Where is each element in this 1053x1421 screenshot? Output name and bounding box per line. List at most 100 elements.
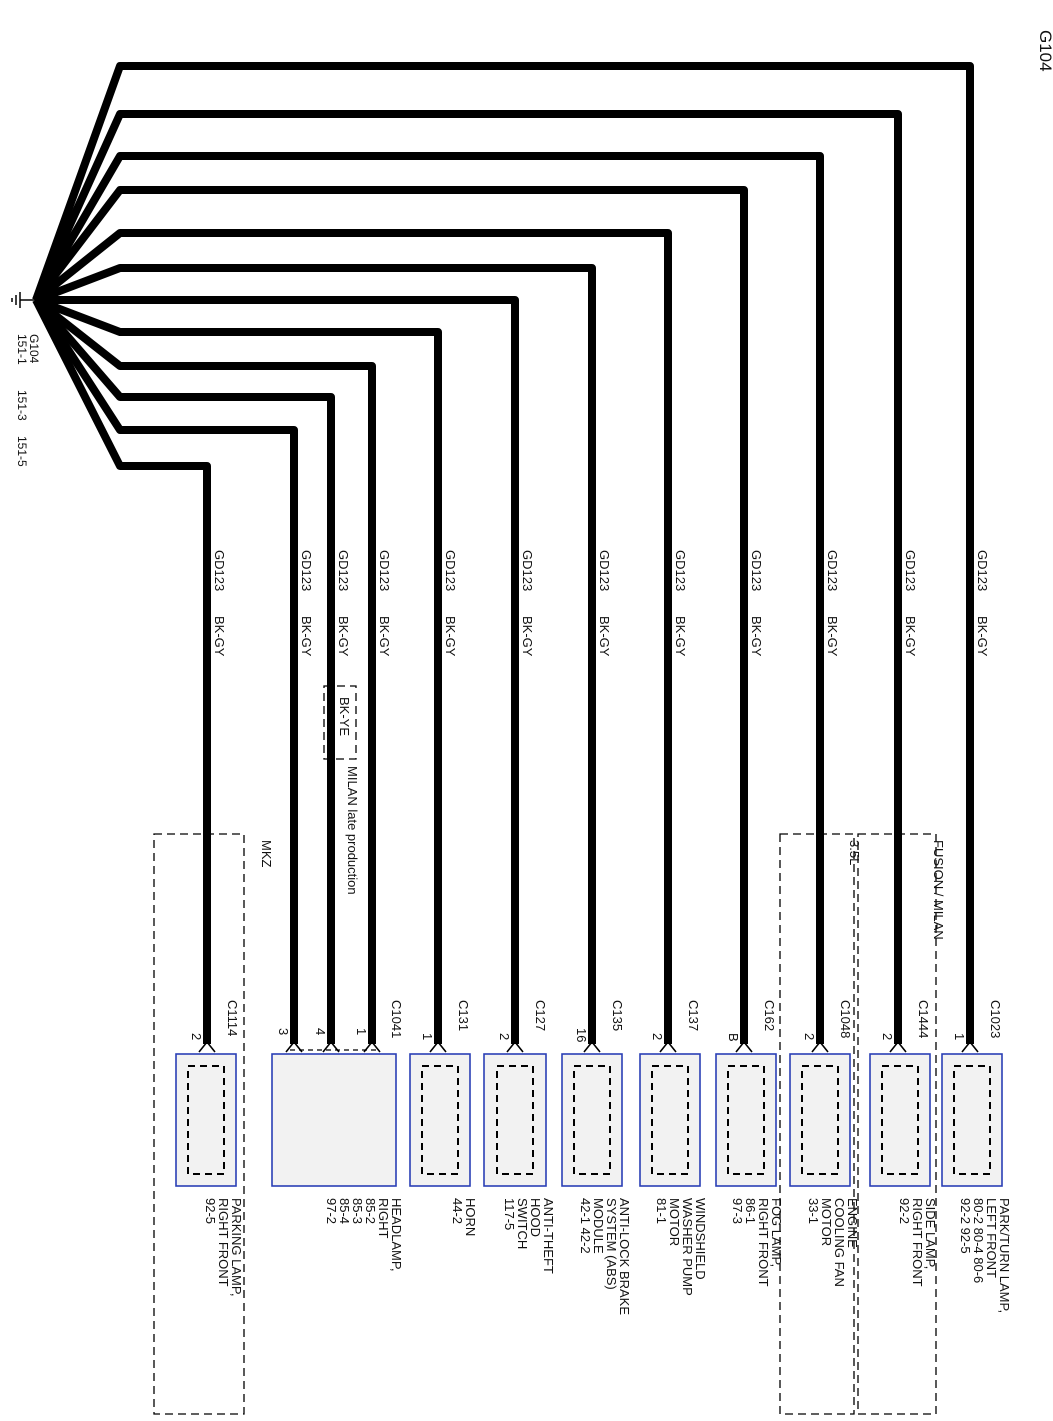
terminal-icon: [285, 1040, 303, 1053]
color-label: BK-GY: [520, 616, 535, 657]
color-label: BK-GY: [975, 616, 990, 657]
component-engine-cooling-fan-motor[interactable]: C1048 2 ENGINE COOLING FAN MOTOR 33-1: [789, 1000, 860, 1287]
pin-number: 4: [313, 1028, 328, 1035]
wire-bundle: [32, 62, 974, 1044]
component-name: RIGHT FRONT: [756, 1198, 771, 1287]
component-ref: 33-1: [806, 1198, 821, 1224]
component-name: FOG LAMP,: [769, 1198, 784, 1267]
component-name: HEADLAMP,: [389, 1198, 404, 1271]
component-side-lamp-right-front[interactable]: C1444 2 SIDE LAMP, RIGHT FRONT 92-2: [869, 1000, 938, 1287]
pin-number: 2: [497, 1033, 512, 1040]
component-ref: 44-2: [450, 1198, 465, 1224]
alt-color-option: BK-YE MILAN late production: [323, 685, 360, 895]
component-horn[interactable]: C131 1 HORN 44-2: [409, 1000, 478, 1236]
color-label: BK-GY: [299, 616, 314, 657]
connector-label: C162: [762, 1000, 777, 1031]
circuit-label: GD123: [975, 550, 990, 591]
wire-c137: [33, 229, 672, 1044]
circuit-label: GD123: [377, 550, 392, 591]
ground-ref: 151-1: [15, 334, 29, 365]
wire-c131: [34, 296, 442, 1044]
terminal-icon: [363, 1040, 381, 1053]
connector-label: C127: [533, 1000, 548, 1031]
component-fog-lamp-right-front[interactable]: C162 B FOG LAMP, RIGHT FRONT 86-1 97-3: [715, 1000, 784, 1287]
component-ref: 97-2: [324, 1198, 339, 1224]
component-name: SIDE LAMP,: [923, 1198, 938, 1269]
component-name: ANTI-LOCK BRAKE: [617, 1198, 632, 1315]
region-3-5l: 3.5L: [779, 833, 862, 1415]
pin-number: 1: [952, 1033, 967, 1040]
pin-number: 2: [189, 1033, 204, 1040]
terminal-icon: [811, 1040, 829, 1053]
component-ref: 92-5: [203, 1198, 218, 1224]
component-ref: 86-1: [743, 1198, 758, 1224]
pin-number: 2: [880, 1033, 895, 1040]
connector-label: C1048: [838, 1000, 853, 1038]
component-ref: 80-2 80-4 80-6: [971, 1198, 986, 1283]
connector-label: C1041: [389, 1000, 404, 1038]
terminal-icon: [961, 1040, 979, 1053]
component-anti-theft-hood-switch[interactable]: C127 2 ANTI-THEFT HOOD SWITCH 117-5: [483, 1000, 556, 1274]
terminal-icon: [583, 1040, 601, 1053]
terminal-icon: [735, 1040, 753, 1053]
connector-label: C1023: [988, 1000, 1003, 1038]
component-headlamp-right[interactable]: C1041 1 4 3 HEADLAMP, RIGHT 85-2 85-3 85…: [271, 1000, 404, 1271]
wire-c1444: [32, 110, 902, 1044]
component-name: MOTOR: [667, 1198, 682, 1246]
component-name: HORN: [463, 1198, 478, 1236]
wire-c1023: [32, 62, 974, 1044]
component-ref: 42-1 42-2: [578, 1198, 593, 1254]
component-ref: 92-2 92-5: [958, 1198, 973, 1254]
region-label: 3.5L: [847, 840, 862, 865]
circuit-label: GD123: [212, 550, 227, 591]
terminal-icon: [322, 1040, 340, 1053]
wire-c127: [36, 296, 519, 1044]
component-ref: 117-5: [502, 1198, 517, 1230]
terminal-icon: [889, 1040, 907, 1053]
component-name: HOOD: [528, 1198, 543, 1237]
wire-c1041-4: [32, 297, 335, 1044]
pin-number: 16: [574, 1028, 589, 1042]
component-park-turn-lamp-left-front[interactable]: C1023 1 PARK/TURN LAMP, LEFT FRONT 80-2 …: [941, 1000, 1012, 1313]
component-windshield-washer-pump-motor[interactable]: C137 2 WINDSHIELD WASHER PUMP MOTOR 81-1: [639, 1000, 708, 1296]
circuit-label: GD123: [520, 550, 535, 591]
ground-label: G104: [27, 334, 41, 364]
component-ref: 85-3: [350, 1198, 365, 1224]
circuit-label: GD123: [443, 550, 458, 591]
ground-symbol-icon: [11, 292, 36, 308]
component-name: MOTOR: [819, 1198, 834, 1246]
pin-number: 3: [276, 1028, 291, 1035]
color-label: BK-GY: [825, 616, 840, 657]
wire-c1041-3: [32, 297, 298, 1044]
terminal-icon: [659, 1040, 677, 1053]
component-parking-lamp-right-front[interactable]: C1114 2 PARKING LAMP, RIGHT FRONT 92-5: [175, 1000, 244, 1297]
wire-c1048: [32, 152, 824, 1044]
connector-label: C1444: [916, 1000, 931, 1038]
circuit-label: GD123: [825, 550, 840, 591]
pin-number: B: [726, 1033, 741, 1042]
pin-number: 2: [802, 1033, 817, 1040]
component-name: PARKING LAMP,: [229, 1198, 244, 1297]
pin-number: 1: [354, 1028, 369, 1035]
ground-ref: 151-3: [15, 390, 29, 421]
terminal-icon: [429, 1040, 447, 1053]
wire-c1041-1: [33, 296, 376, 1044]
color-label: BK-GY: [749, 616, 764, 657]
circuit-label: GD123: [299, 550, 314, 591]
connector-label: C137: [686, 1000, 701, 1031]
region-label: MKZ: [259, 840, 274, 868]
color-label: BK-GY: [597, 616, 612, 657]
region-fusion-milan: FUSION / MILAN: [857, 833, 946, 1415]
component-ref: 97-3: [730, 1198, 745, 1224]
component-name: PARK/TURN LAMP,: [997, 1198, 1012, 1313]
connector-label: C131: [456, 1000, 471, 1031]
wire-labels: GD123 BK-GY GD123 BK-GY GD123 BK-GY GD12…: [212, 550, 990, 657]
color-label: BK-GY: [212, 616, 227, 657]
component-name: COOLING FAN: [832, 1198, 847, 1287]
component-name: MODULE: [591, 1198, 606, 1254]
circuit-label: GD123: [336, 550, 351, 591]
alt-color-label: BK-YE: [337, 697, 352, 736]
component-ref: 92-2: [897, 1198, 912, 1224]
component-abs-module[interactable]: C135 16 ANTI-LOCK BRAKE SYSTEM (ABS) MOD…: [561, 1000, 632, 1315]
